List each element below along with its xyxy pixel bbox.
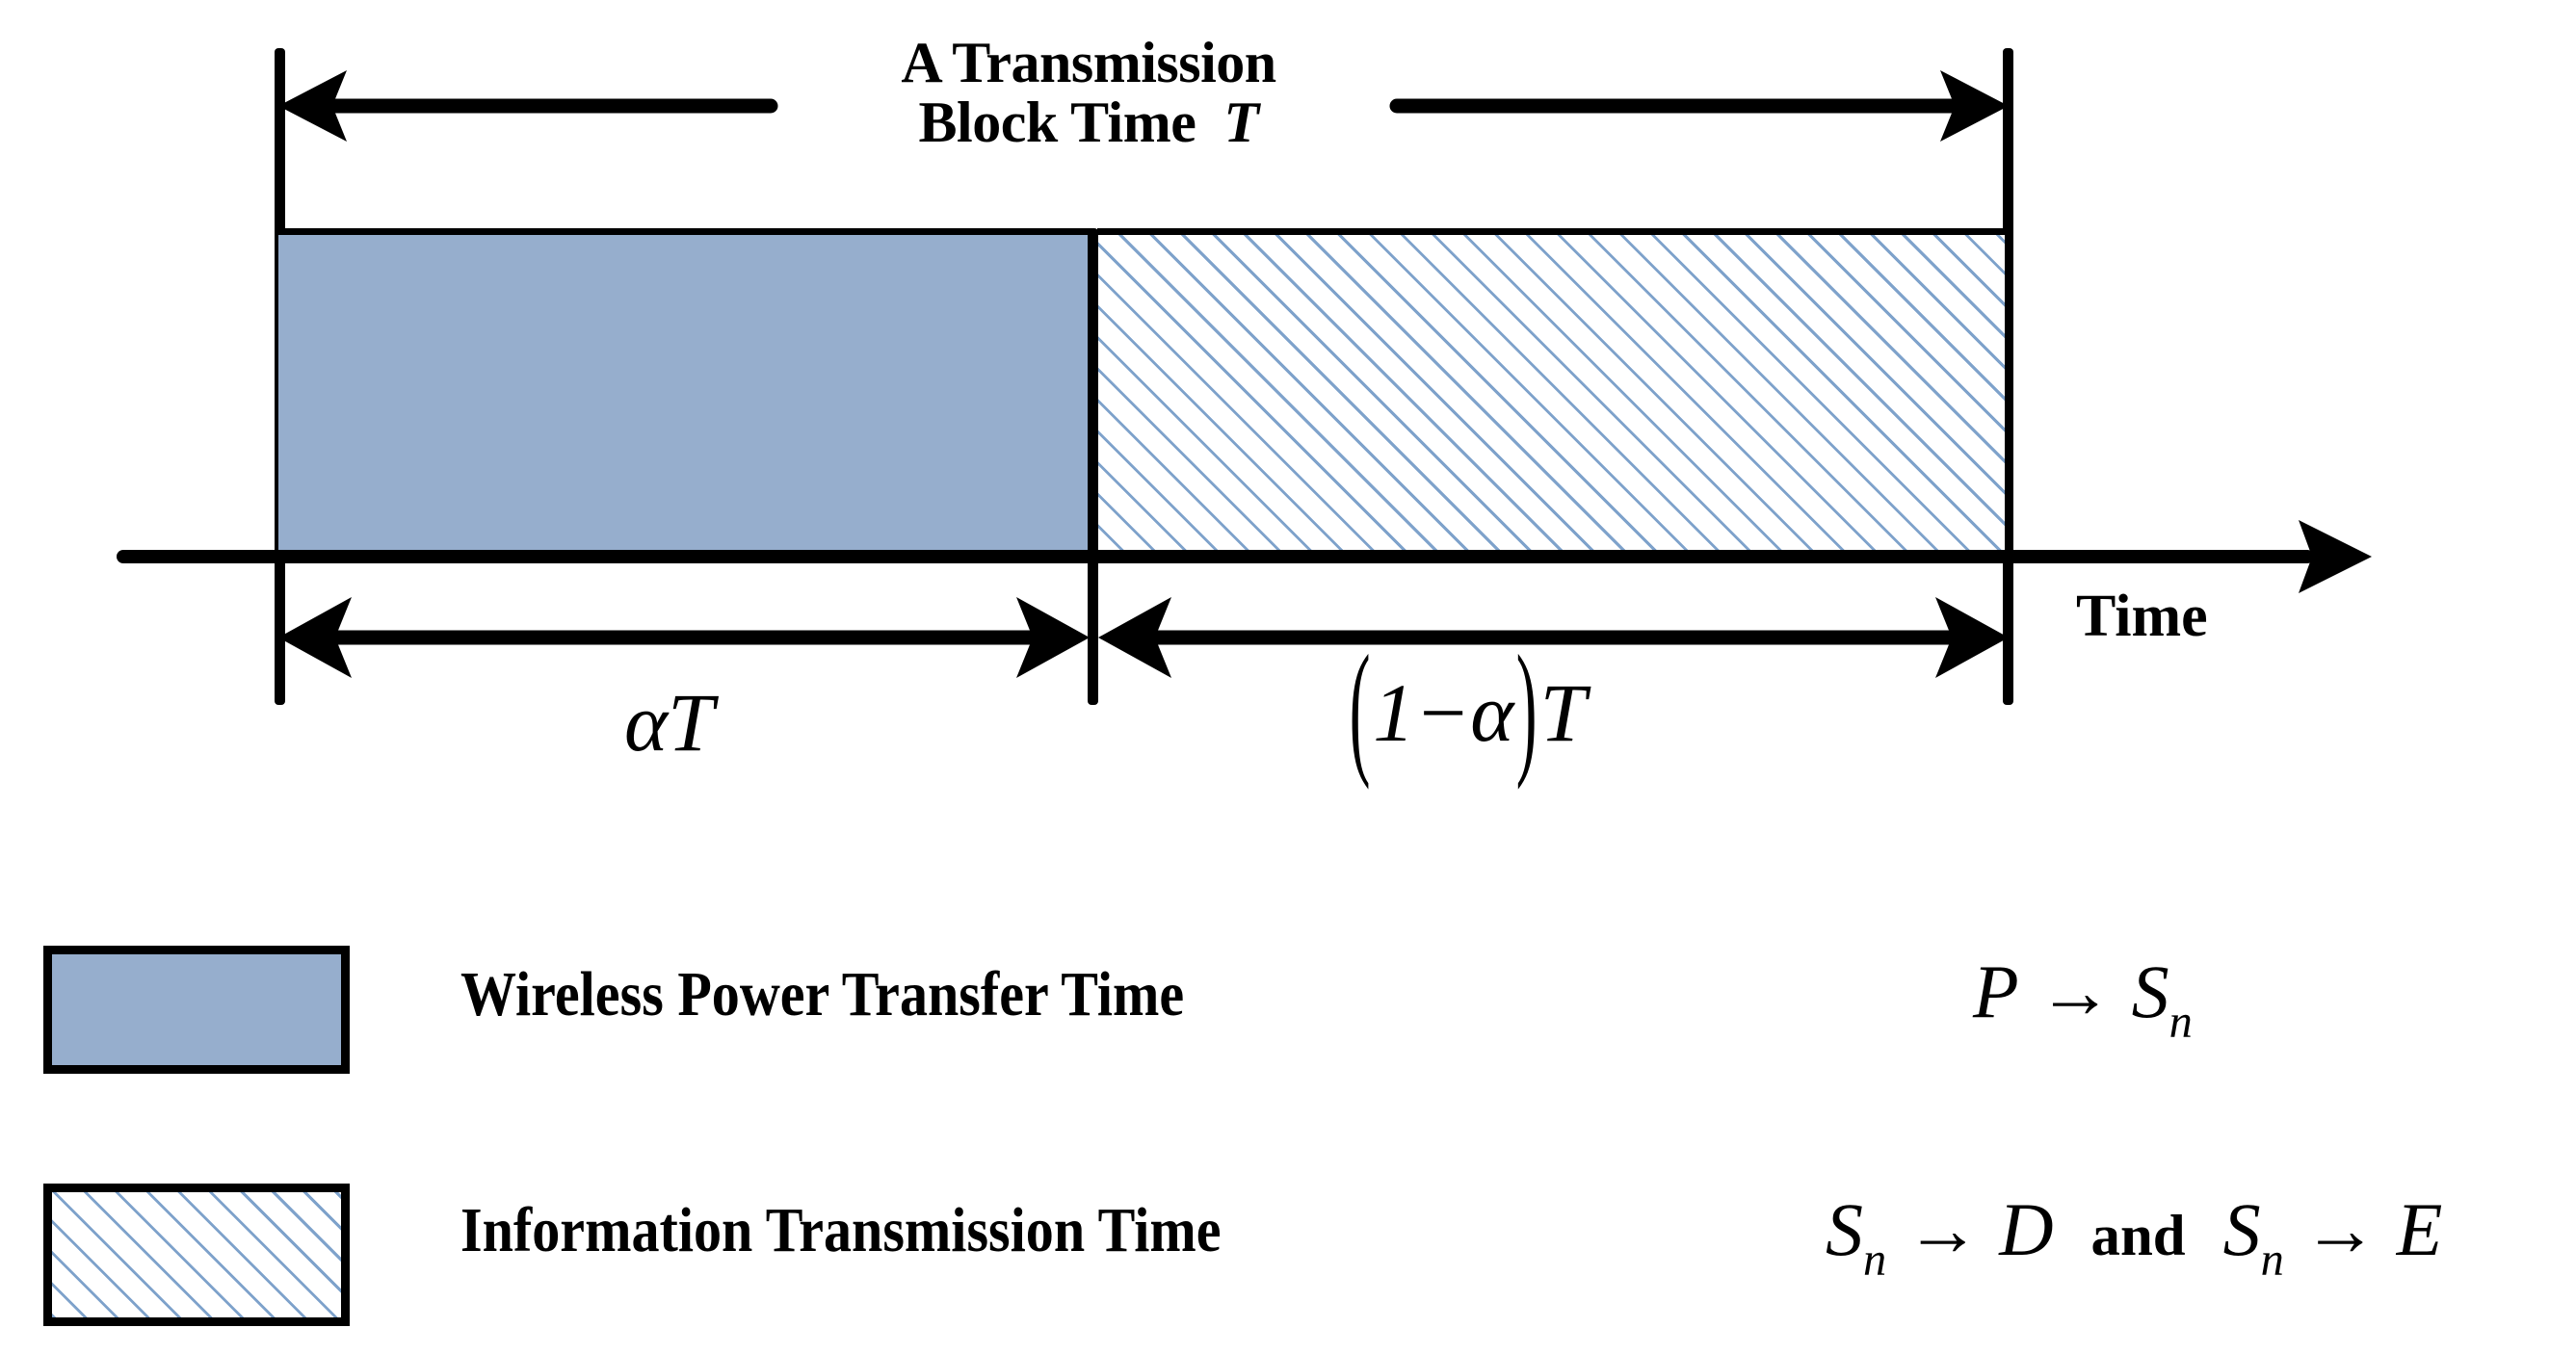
one-minus-alpha-t-tail: T — [1539, 666, 1587, 759]
legend-label-wireless-power-transfer: Wireless Power Transfer Time — [460, 959, 1185, 1029]
time-axis-label: Time — [2076, 584, 2208, 649]
alpha-split-divider — [1088, 228, 1098, 705]
time-axis — [117, 520, 2372, 593]
formula-arrow-2: → — [1905, 1187, 1981, 1271]
legend-formula-wireless-power-transfer: P → Sn — [1973, 949, 2193, 1048]
one-minus-alpha-t-label: (1−α)T — [1347, 624, 1587, 791]
formula-source-sn-a: S — [1826, 1187, 1863, 1271]
formula-target-d: D — [1999, 1187, 2054, 1271]
formula-conjunction: and — [2090, 1204, 2186, 1268]
one-minus-alpha-body: 1−α — [1373, 666, 1514, 759]
open-paren: ( — [1349, 623, 1371, 791]
alpha-t-label: αT — [624, 676, 714, 768]
right-boundary-line — [2003, 48, 2013, 705]
wireless-power-transfer-block — [278, 228, 1091, 559]
legend-swatch-information-transmission — [43, 1184, 350, 1326]
legend-formula-information-transmission: Sn → D and Sn → E — [1826, 1186, 2442, 1286]
block-time-symbol: T — [1223, 90, 1259, 154]
block-time-title-line2-text: Block Time — [918, 90, 1196, 154]
formula-source-sn-b: S — [2222, 1187, 2261, 1271]
formula-target-e: E — [2396, 1187, 2443, 1271]
close-paren: ) — [1516, 623, 1538, 791]
block-time-span-arrow — [278, 70, 2009, 142]
legend-swatch-wireless-power-transfer — [43, 946, 350, 1074]
legend-label-information-transmission: Information Transmission Time — [460, 1195, 1222, 1265]
formula-arrow-3: → — [2302, 1187, 2379, 1271]
block-time-title-line2: Block Time T — [713, 90, 1464, 154]
segment-dimension-arrows — [278, 597, 2009, 678]
block-time-title: A Transmission Block Time T — [713, 31, 1464, 154]
block-time-title-line1: A Transmission — [901, 31, 1276, 94]
formula-target-s: S — [2131, 950, 2169, 1033]
formula-arrow-1: → — [2037, 950, 2114, 1033]
formula-source-p: P — [1973, 950, 2019, 1033]
formula-source-sn-a-subscript: n — [1863, 1234, 1887, 1286]
formula-target-s-subscript: n — [2169, 996, 2193, 1048]
information-transmission-block — [1097, 228, 2005, 559]
formula-source-sn-b-subscript: n — [2260, 1234, 2284, 1286]
